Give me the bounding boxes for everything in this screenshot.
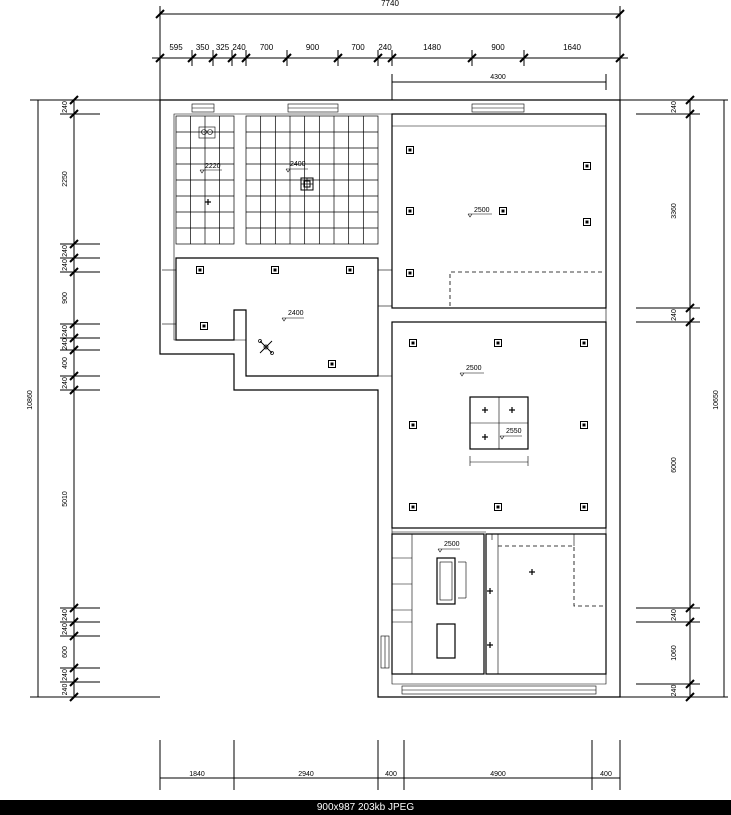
- left-dim-label: 400: [62, 357, 69, 369]
- top-dim-label: 325: [216, 43, 230, 52]
- left-dim-label: 240: [62, 338, 69, 350]
- downlight-icon: [196, 266, 204, 274]
- downlight-icon: [580, 339, 588, 347]
- top-dim-label: 240: [378, 43, 392, 52]
- downlight-icon: [271, 266, 279, 274]
- left-dim-label: 240: [62, 245, 69, 257]
- bottom-rooms: 2500: [391, 531, 607, 675]
- left-dimension-lines: 10860 2402250240240900240240400240501024…: [27, 95, 160, 702]
- ceiling-fan-icon: [258, 339, 274, 355]
- exhaust-fan-icon: [300, 177, 314, 191]
- left-dim-label: 900: [62, 292, 69, 304]
- bottom-dim-5: 400: [600, 771, 612, 778]
- top-dim-label: 595: [169, 43, 183, 52]
- bottom-dim-4: 4900: [490, 771, 506, 778]
- left-dim-label: 600: [62, 646, 69, 658]
- ceiling-height-bath1: 2220: [205, 163, 221, 170]
- left-dim-label: 240: [62, 669, 69, 681]
- left-dim-label: 240: [62, 259, 69, 271]
- living-room-ceiling: 2500 2550: [391, 321, 607, 529]
- top-dim-label: 700: [351, 43, 365, 52]
- ceiling-height-living-panel: 2550: [506, 428, 522, 435]
- right-dim-label: 6000: [671, 457, 678, 473]
- right-dim-label: 240: [671, 685, 678, 697]
- spotlight-icon: [509, 407, 515, 413]
- left-dim-label: 240: [62, 101, 69, 113]
- downlight-icon: [499, 207, 507, 215]
- left-dim-label: 240: [62, 609, 69, 621]
- right-dim-label: 240: [671, 609, 678, 621]
- downlight-icon: [406, 146, 414, 154]
- downlight-icon: [409, 339, 417, 347]
- ceiling-height-bottom: 2500: [444, 541, 460, 548]
- light-fixtures: [196, 146, 591, 648]
- top-dim-label: 1480: [423, 43, 441, 52]
- ceiling-height-bath2: 2400: [290, 161, 306, 168]
- right-dimension-lines: 10650 240 3360 240 6000 240 1060 240: [620, 95, 728, 702]
- bottom-dimension-lines: 1840 2940 400 4900 400: [159, 740, 621, 790]
- image-footer-caption: 900x987 203kb JPEG: [0, 800, 731, 815]
- downlight-icon: [409, 421, 417, 429]
- downlight-icon: [406, 269, 414, 277]
- top-dim-label: 240: [232, 43, 246, 52]
- downlight-icon: [406, 207, 414, 215]
- downlight-icon: [200, 322, 208, 330]
- top-dim-label: 900: [491, 43, 505, 52]
- spotlight-icon: [205, 199, 211, 205]
- spotlight-icon: [487, 588, 493, 594]
- spotlight-icon: [482, 434, 488, 440]
- hall-ceiling: 2400: [162, 257, 392, 377]
- right-dim-label: 1060: [671, 645, 678, 661]
- top-dim-label: 900: [306, 43, 320, 52]
- bottom-dim-2: 2940: [298, 771, 314, 778]
- downlight-icon: [494, 339, 502, 347]
- downlight-icon: [583, 162, 591, 170]
- bottom-dim-1: 1840: [189, 771, 205, 778]
- left-dim-label: 5010: [62, 491, 69, 507]
- downlight-icon: [583, 218, 591, 226]
- bottom-dim-3: 400: [385, 771, 397, 778]
- downlight-icon: [494, 503, 502, 511]
- downlight-icon: [328, 360, 336, 368]
- bedroom-ceiling: 2500: [391, 113, 607, 309]
- spotlight-icon: [487, 642, 493, 648]
- top-dim-label: 1640: [563, 43, 581, 52]
- bathroom-1-tile-grid: 2220: [175, 115, 235, 245]
- left-overall-dim: 10860: [27, 390, 34, 410]
- downlight-icon: [346, 266, 354, 274]
- downlight-icon: [409, 503, 417, 511]
- top-dim-label: 350: [196, 43, 210, 52]
- top-sub-dim: 4300: [490, 74, 506, 81]
- left-dim-label: 240: [62, 325, 69, 337]
- outer-walls: [159, 99, 621, 698]
- top-dim-label: 700: [260, 43, 274, 52]
- bathroom-2-tile-grid: 2400: [245, 115, 379, 245]
- right-dim-label: 240: [671, 309, 678, 321]
- top-overall-dim: 7740: [381, 0, 399, 8]
- left-dim-label: 240: [62, 684, 69, 696]
- ceiling-height-hall: 2400: [288, 310, 304, 317]
- right-dim-label: 240: [671, 101, 678, 113]
- downlight-icon: [580, 503, 588, 511]
- spotlight-icon: [529, 569, 535, 575]
- right-dim-label: 3360: [671, 203, 678, 219]
- spotlight-icon: [482, 407, 488, 413]
- right-overall-dim: 10650: [713, 390, 720, 410]
- left-dim-label: 240: [62, 377, 69, 389]
- ceiling-height-bedroom: 2500: [474, 207, 490, 214]
- ceiling-height-living: 2500: [466, 365, 482, 372]
- downlight-icon: [580, 421, 588, 429]
- left-dim-label: 240: [62, 623, 69, 635]
- left-dim-label: 2250: [62, 171, 69, 187]
